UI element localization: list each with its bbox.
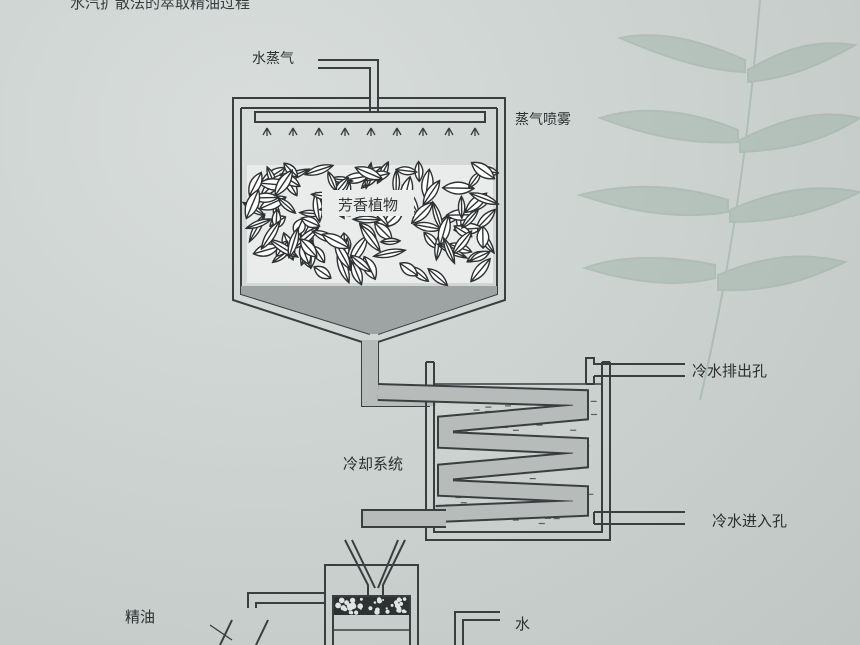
leaf [422,179,441,206]
leaf [327,170,338,193]
leaf [312,191,324,224]
condenser-outer [425,362,611,541]
separator-vessel [324,539,419,645]
cold-water-outlet-label: 冷水排出孔 [692,362,768,380]
leaf [470,257,491,283]
leaf [371,248,408,259]
oil-bubble [396,597,402,602]
oil-bubble [377,598,382,604]
oil-bubble [346,605,349,608]
oil-bubble [396,607,402,613]
leaf [313,265,332,280]
cold-water-outlet-pipe [585,357,685,385]
leaf [351,215,383,224]
leaf [244,218,273,230]
leaf [410,201,434,225]
plant-label: 芳香植物 [338,196,399,214]
leaf [443,236,456,265]
leaf [460,207,480,230]
steam-label: 水蒸气 [252,51,294,67]
condenser [425,361,611,541]
leaf [252,243,281,257]
oil-bubble [343,607,348,612]
leaf [321,233,351,250]
leaf [399,262,419,277]
leaf [287,226,300,259]
oil-bubble [354,610,359,615]
diagram-caption: 水汽扩散法的萃取精油过程 [70,0,251,12]
leaf [303,164,335,176]
essential-oil-label: 精油 [125,608,156,626]
oil-bubble [402,597,407,601]
oil-bubble [344,600,349,605]
condenser-inner [433,362,603,533]
leaf [468,192,500,205]
leaf [260,219,281,251]
water-outlet-pipe [454,611,500,645]
separator-outer [324,564,419,645]
oil-bubble [357,603,364,609]
leaf [412,221,443,233]
cooling-system-label: 冷却系统 [343,455,404,473]
spray-label: 蒸气喷雾 [515,112,571,128]
oil-bubble [385,609,390,614]
background-plant-illustration [576,0,860,401]
oil-bubble [349,597,356,604]
oil-bubble [393,600,399,605]
leaf [244,188,261,220]
leaf [441,181,476,195]
leaf [276,196,297,215]
spray-nozzles [262,127,480,136]
hopper-liquid [241,286,497,334]
leaf [394,166,418,176]
oil-bubble [368,606,373,611]
oil-bubble [382,599,385,601]
oil-bubble [349,611,354,615]
oil-layer-bubbles [335,597,407,615]
steam-pipe-inner [318,67,371,112]
water-label: 水 [515,615,531,633]
cold-water-inlet-label: 冷水进入孔 [712,512,788,530]
separator-funnel [344,539,406,600]
leaf [300,216,321,229]
oil-bubble [401,609,406,614]
oil-bubble [350,603,357,610]
spray-bar [254,111,486,123]
separator-inner [332,595,411,645]
oil-outlet-pipe [247,592,325,608]
oil-bubble [338,597,345,604]
leaf [470,161,496,180]
leaf [299,238,318,258]
oil-bubble [359,607,362,610]
cold-water-inlet-pipe [593,511,685,525]
leaf [476,225,490,250]
oil-bubble [399,601,404,606]
plant-material [241,160,500,287]
leaf [274,169,294,197]
oil-bubble [373,601,377,604]
leaf [427,267,449,287]
plant-label-background [322,190,414,216]
steam-pipe [318,59,379,112]
leaf [437,214,451,247]
oil-bubble [375,607,380,613]
oil-bubble [390,603,394,607]
leaf [457,194,466,220]
leaf [379,237,402,246]
leaf [349,254,372,273]
oil-bubble [335,602,341,609]
oil-bubble [385,607,388,610]
leaf [248,171,263,197]
leaf [469,250,491,262]
leaf [414,160,424,183]
coil-outlet-pipe [361,509,446,528]
oil-collector [209,619,269,645]
leaf [354,166,384,181]
oil-bubble [359,597,363,601]
leaf [359,224,381,253]
condenser-coil [377,383,589,523]
